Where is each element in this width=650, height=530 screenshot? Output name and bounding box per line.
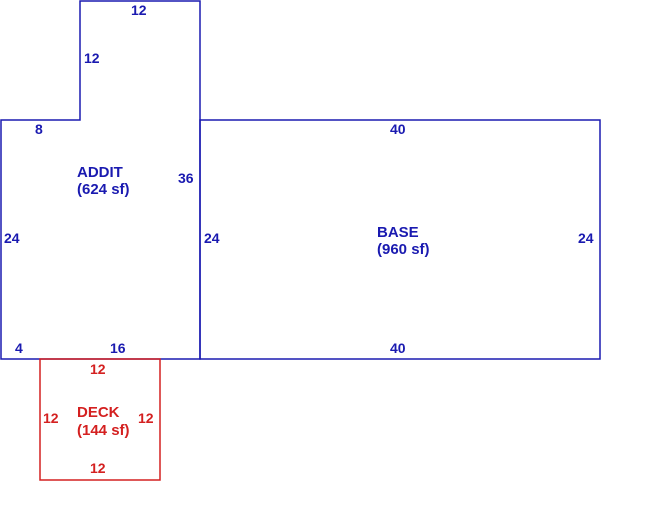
addit-area-size: (624 sf) (77, 181, 130, 198)
deck-outline (39, 358, 161, 481)
deck-dim-right: 12 (138, 410, 154, 426)
addit-dim-bottom-left: 4 (15, 340, 23, 356)
base-outline (199, 119, 601, 360)
addit-label: ADDIT (77, 164, 123, 181)
addit-outline (0, 0, 201, 360)
addit-dim-top: 12 (131, 2, 147, 18)
base-dim-left: 24 (204, 230, 220, 246)
base-label: BASE (377, 224, 419, 241)
addit-dim-bottom: 16 (110, 340, 126, 356)
addit-dim-step: 8 (35, 121, 43, 137)
addit-dim-tower-side: 12 (84, 50, 100, 66)
base-dim-right: 24 (578, 230, 594, 246)
base-dim-top: 40 (390, 121, 406, 137)
addit-dim-left: 24 (4, 230, 20, 246)
base-dim-bottom: 40 (390, 340, 406, 356)
base-area-size: (960 sf) (377, 241, 430, 258)
addit-dim-right: 36 (178, 170, 194, 186)
deck-dim-left: 12 (43, 410, 59, 426)
deck-dim-top: 12 (90, 361, 106, 377)
deck-label: DECK (77, 404, 120, 421)
deck-area-size: (144 sf) (77, 422, 130, 439)
deck-dim-bottom: 12 (90, 460, 106, 476)
